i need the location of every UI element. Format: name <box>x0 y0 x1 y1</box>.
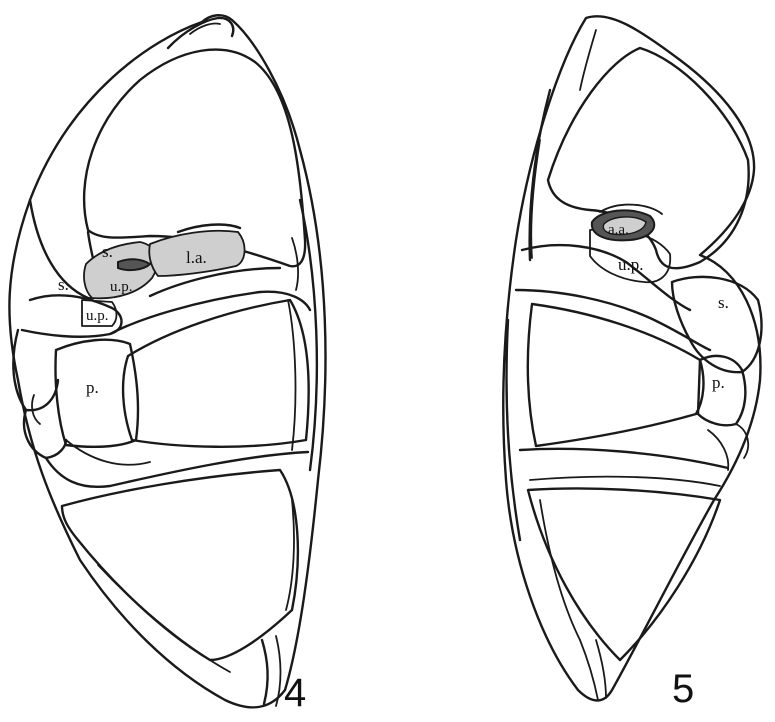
fig4-right-stripe-2 <box>288 300 295 450</box>
fig5-horn-line-2 <box>596 640 606 698</box>
fig5-top-cap <box>580 30 596 90</box>
fig4-lower-band-2 <box>66 440 150 465</box>
fig4-label-s-left: s. <box>58 275 69 294</box>
figure-4: s. s. u.p. u.p. l.a. p. 4 <box>9 15 325 715</box>
fig5-right-lobe-1 <box>736 424 748 458</box>
fig5-s-plate <box>672 277 761 372</box>
fig5-lower-band <box>520 449 728 468</box>
fig5-left-stripe-1 <box>530 90 550 260</box>
fig4-label-up-inner: u.p. <box>110 279 133 295</box>
fig5-number: 5 <box>672 667 694 711</box>
fig5-label-s: s. <box>718 293 729 312</box>
fig5-label-aa: a.a. <box>608 222 629 238</box>
fig5-hypocone-plate <box>528 488 720 660</box>
fig5-lower-band-2 <box>530 477 720 486</box>
fig4-left-lobe-1 <box>13 330 58 410</box>
fig4-horn-line-1 <box>262 640 268 704</box>
fig4-label-p: p. <box>86 378 99 397</box>
fig5-label-p: p. <box>712 373 725 392</box>
fig4-label-up-lower: u.p. <box>86 308 109 324</box>
fig5-horn-line-1 <box>580 640 598 700</box>
fig4-number: 4 <box>284 671 306 715</box>
fig5-left-stripe-4 <box>540 500 580 640</box>
fig5-label-up: u.p. <box>618 255 644 274</box>
fig4-outer-outline <box>9 15 325 707</box>
fig4-label-s-upper: s. <box>102 242 113 261</box>
fig4-right-stripe-3 <box>292 238 298 290</box>
fig4-cingulum-band <box>110 292 310 334</box>
fig4-central-plate <box>123 300 309 447</box>
figure-5: a.a. u.p. s. p. 5 <box>503 16 761 711</box>
fig4-label-la: l.a. <box>186 248 207 267</box>
fig5-cingulum-upper <box>522 245 690 310</box>
fig4-right-stripe-4 <box>286 500 294 610</box>
fig5-central-plate <box>528 304 704 446</box>
